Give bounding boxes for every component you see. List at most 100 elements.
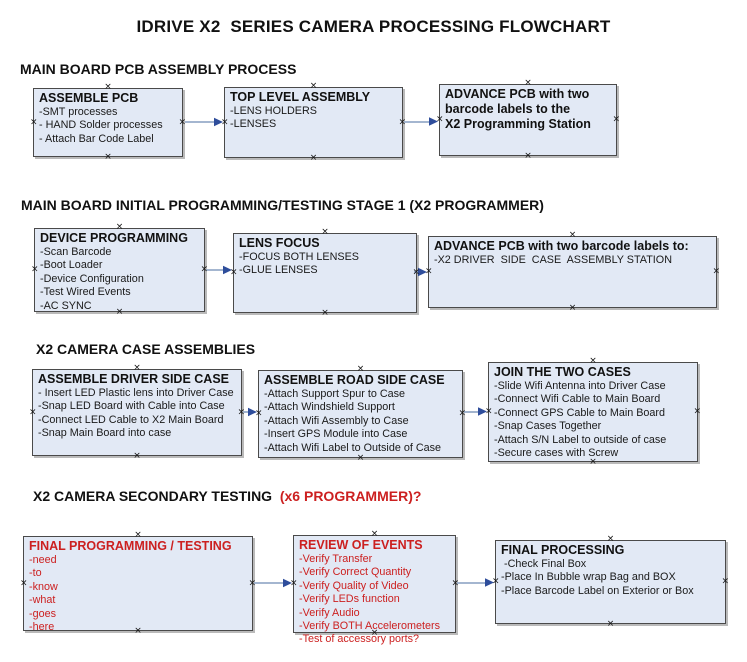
box-item: -goes	[29, 607, 57, 620]
box-title: ADVANCE PCB with two barcode labels to:	[434, 239, 689, 253]
connector-mark: ×	[436, 114, 444, 125]
box-item: -Scan Barcode	[40, 246, 112, 258]
arrow-top-level-to-advance-pcb	[404, 117, 438, 126]
section-header-red-part: (x6 PROGRAMMER)?	[275, 488, 422, 504]
connector-mark: ×	[178, 117, 186, 127]
flow-box-join-the-two-cases: JOIN THE TWO CASES -Slide Wifi Antenna i…	[485, 357, 701, 467]
box-item: -Connect LED Cable to X2 Main Board	[38, 413, 224, 426]
box-title: FINAL PROGRAMMING / TESTING	[29, 539, 232, 553]
connector-mark: ×	[31, 264, 39, 275]
box-item: -LENS HOLDERS	[230, 105, 317, 117]
box-item: -FOCUS BOTH LENSES	[239, 251, 359, 263]
connector-mark: ×	[485, 406, 493, 417]
arrow-device-programming-to-lens-focus	[206, 265, 232, 275]
box-title: TOP LEVEL ASSEMBLY	[230, 90, 371, 104]
connector-mark: ×	[248, 578, 256, 588]
arrow-assemble-pcb-to-top-level	[185, 117, 223, 127]
connector-mark: ×	[309, 153, 318, 163]
connector-mark: ×	[412, 267, 420, 278]
box-item: -Verify Quality of Video	[299, 579, 409, 592]
connector-mark: ×	[458, 408, 466, 419]
box-item: -Insert GPS Module into Case	[264, 428, 408, 441]
connector-mark: ×	[524, 151, 532, 161]
box-item: -Attach S/N Label to outside of case	[494, 433, 667, 446]
flow-box-final-processing: FINAL PROCESSING -Check Final Box -Place…	[492, 535, 729, 629]
box-title: DEVICE PROGRAMMING	[40, 231, 188, 245]
box-item: -need	[29, 554, 57, 566]
box-item: -Slide Wifi Antenna into Driver Case	[494, 380, 666, 392]
box-item: -Device Configuration	[40, 272, 144, 285]
box-item: -GLUE LENSES	[239, 264, 318, 277]
box-title: ASSEMBLE ROAD SIDE CASE	[264, 373, 445, 387]
box-item: -Check Final Box	[501, 558, 587, 570]
box-item: -what	[29, 594, 56, 607]
box-item: -Place Barcode Label on Exterior or Box	[501, 584, 694, 597]
connector-mark: ×	[30, 117, 38, 127]
flow-box-advance-pcb-programming-station: ADVANCE PCB with two barcode labels to t…	[436, 79, 620, 161]
connector-mark: ×	[721, 576, 729, 587]
flow-box-assemble-road-side-case: ASSEMBLE ROAD SIDE CASE -Attach Support …	[255, 365, 466, 463]
section-header-initial-programming: MAIN BOARD INITIAL PROGRAMMING/TESTING S…	[21, 197, 544, 213]
flow-box-assemble-driver-side-case: ASSEMBLE DRIVER SIDE CASE - Insert LED P…	[29, 364, 245, 461]
box-title: JOIN THE TWO CASES	[494, 365, 631, 379]
section-header-pcb-assembly: MAIN BOARD PCB ASSEMBLY PROCESS	[20, 61, 297, 77]
connector-mark: ×	[568, 303, 577, 313]
box-item: -Verify Transfer	[299, 553, 373, 565]
flow-box-final-programming-testing: FINAL PROGRAMMING / TESTING -need -to -k…	[20, 531, 256, 636]
box-item: -AC SYNC	[40, 299, 92, 312]
connector-mark: ×	[712, 266, 720, 277]
connector-mark: ×	[221, 117, 229, 127]
arrow-final-programming-to-review	[254, 578, 292, 588]
box-title: ASSEMBLE PCB	[39, 91, 139, 105]
flow-box-device-programming: DEVICE PROGRAMMING -Scan Barcode -Boot L…	[31, 223, 208, 317]
box-item: -here	[29, 621, 55, 634]
box-item: -X2 DRIVER SIDE CASE ASSEMBLY STATION	[434, 254, 672, 266]
box-item: -Attach Support Spur to Case	[264, 388, 406, 400]
box-item: -Place In Bubble wrap Bag and BOX	[501, 571, 676, 584]
box-item: -Secure cases with Screw	[494, 447, 619, 460]
box-title: REVIEW OF EVENTS	[299, 538, 423, 552]
flow-box-advance-pcb-driver-side-station: ADVANCE PCB with two barcode labels to: …	[425, 231, 720, 313]
box-item: - Insert LED Plastic lens into Driver Ca…	[38, 387, 234, 399]
connector-mark: ×	[237, 407, 245, 417]
box-item: -Boot Loader	[40, 259, 103, 272]
box-item: -Attach Windshield Support	[264, 401, 395, 414]
connector-mark: ×	[133, 451, 141, 461]
box-title: FINAL PROCESSING	[501, 543, 625, 557]
flow-box-review-of-events: REVIEW OF EVENTS -Verify Transfer -Verif…	[290, 530, 459, 646]
connector-mark: ×	[451, 578, 459, 589]
arrow-driver-case-to-road-case	[243, 407, 257, 417]
box-item: -Snap Main Board into case	[38, 427, 172, 440]
connector-mark: ×	[290, 578, 298, 589]
section-header-black-part: X2 CAMERA SECONDARY TESTING	[33, 488, 276, 504]
box-item: - HAND Solder processes	[39, 119, 163, 132]
box-item: -to	[29, 567, 42, 580]
connector-mark: ×	[104, 152, 112, 162]
connector-mark: ×	[606, 619, 615, 629]
flow-box-assemble-pcb: ASSEMBLE PCB -SMT processes - HAND Solde…	[30, 83, 186, 162]
box-item: -Snap Cases Together	[494, 420, 602, 433]
connector-mark: ×	[398, 117, 406, 127]
connector-mark: ×	[425, 266, 433, 277]
box-item: -Attach Wifi Label to Outside of Case	[264, 441, 442, 454]
connector-mark: ×	[356, 453, 365, 463]
flow-box-lens-focus: LENS FOCUS -FOCUS BOTH LENSES -GLUE LENS…	[230, 228, 420, 318]
arrow-review-to-final-processing	[457, 578, 494, 587]
connector-mark: ×	[492, 576, 500, 587]
box-item: -Connect GPS Cable to Main Board	[494, 406, 666, 419]
box-item: -Verify BOTH Accelerometers	[299, 620, 440, 633]
arrow-road-case-to-join-cases	[464, 407, 487, 416]
box-item: -Verify LEDs function	[299, 593, 400, 606]
page-title: IDRIVE X2 SERIES CAMERA PROCESSING FLOWC…	[136, 17, 611, 36]
connector-mark: ×	[255, 408, 263, 419]
box-title: ADVANCE PCB with two barcode labels to t…	[445, 87, 591, 131]
box-title: ASSEMBLE DRIVER SIDE CASE	[38, 372, 230, 386]
section-header-case-assemblies: X2 CAMERA CASE ASSEMBLIES	[36, 341, 256, 357]
box-item: -LENSES	[230, 118, 277, 131]
box-item: -know	[29, 580, 58, 593]
section-header-secondary-testing: X2 CAMERA SECONDARY TESTING (x6 PROGRAMM…	[33, 488, 421, 504]
box-item: - Attach Bar Code Label	[39, 132, 154, 145]
box-item: -Connect Wifi Cable to Main Board	[494, 393, 661, 406]
box-item: -Test of accessory ports?	[299, 633, 420, 646]
connector-mark: ×	[321, 308, 329, 318]
